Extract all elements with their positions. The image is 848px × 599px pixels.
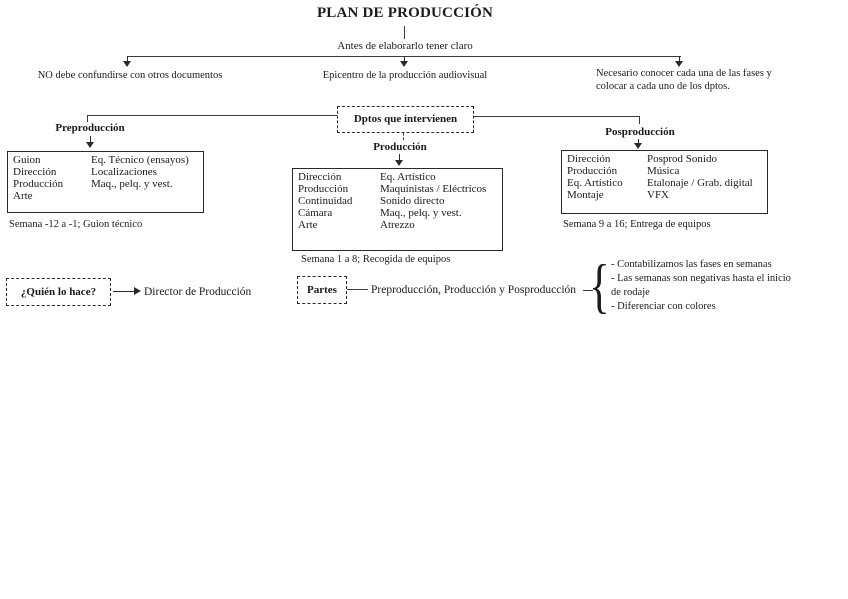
- task-cell: Posprod Sonido: [647, 153, 717, 165]
- dept-cell: Continuidad: [298, 195, 353, 207]
- phase-box-preproduccion: Guion Eq. Técnico (ensayos) Dirección Lo…: [7, 151, 204, 213]
- dept-cell: Arte: [298, 219, 318, 231]
- phase-box-posproduccion: Dirección Posprod Sonido Producción Músi…: [561, 150, 768, 214]
- brace-glyph: {: [589, 253, 610, 319]
- table-row: Dirección Eq. Artístico: [298, 171, 497, 183]
- task-cell: Atrezzo: [380, 219, 415, 231]
- who-box: ¿Quién lo hace?: [6, 278, 111, 306]
- parts-answer: Preproducción, Producción y Posproducció…: [371, 284, 577, 296]
- task-cell: Eq. Artístico: [380, 171, 436, 183]
- table-row: Producción Maq., pelq. y vest.: [13, 178, 198, 190]
- branch-right-text: Necesario conocer cada una de las fases …: [596, 68, 772, 92]
- table-row: Guion Eq. Técnico (ensayos): [13, 154, 198, 166]
- connector-hub-to-preproduccion: [87, 115, 337, 117]
- task-cell: VFX: [647, 189, 670, 201]
- parts-box: Partes: [297, 276, 347, 304]
- table-row: Continuidad Sonido directo: [298, 195, 497, 207]
- task-cell: Maq., pelq. y vest.: [91, 178, 173, 190]
- task-cell: Eq. Técnico (ensayos): [91, 154, 189, 166]
- task-cell: Sonido directo: [380, 195, 445, 207]
- dept-cell: Arte: [13, 190, 33, 202]
- arrow-down-branch-right: [673, 56, 686, 67]
- table-row: Arte Atrezzo: [298, 219, 497, 231]
- page-title: PLAN DE PRODUCCIÓN: [316, 5, 494, 21]
- dept-cell: Cámara: [298, 207, 333, 219]
- connector-hub-left-corner: [87, 115, 89, 122]
- phase-label-posproduccion: Posproducción: [605, 126, 675, 138]
- phase-box-produccion: Dirección Eq. Artístico Producción Maqui…: [292, 168, 503, 251]
- task-cell: Maquinistas / Eléctricos: [380, 183, 487, 195]
- connector-hub-to-posproduccion: [474, 116, 640, 118]
- hub-label: Dptos que intervienen: [353, 113, 458, 125]
- dept-cell: Dirección: [13, 166, 57, 178]
- dept-cell: Producción: [13, 178, 64, 190]
- connector-answer-to-brace: [583, 290, 593, 292]
- task-cell: Localizaciones: [91, 166, 157, 178]
- branch-left-text: NO debe confundirse con otros documentos: [37, 70, 223, 81]
- arrow-down-branch-left: [121, 56, 134, 67]
- connector-parts-to-answer: [347, 289, 368, 291]
- dept-cell: Dirección: [567, 153, 611, 165]
- table-row: Producción Música: [567, 165, 762, 177]
- task-cell: Maq., pelq. y vest.: [380, 207, 462, 219]
- branch-center-text: Epicentro de la producción audiovisual: [322, 70, 488, 81]
- who-question: ¿Quién lo hace?: [20, 285, 97, 298]
- dept-cell: Guion: [13, 154, 41, 166]
- dept-cell: Montaje: [567, 189, 604, 201]
- arrow-down-posproduccion: [632, 139, 645, 149]
- table-row: Cámara Maq., pelq. y vest.: [298, 207, 497, 219]
- table-row: Eq. Artístico Etalonaje / Grab. digital: [567, 177, 762, 189]
- arrow-right-who: [113, 285, 141, 297]
- table-row: Arte: [13, 190, 198, 202]
- phase-caption-preproduccion: Semana -12 a -1; Guion técnico: [9, 219, 143, 230]
- table-row: Dirección Posprod Sonido: [567, 153, 762, 165]
- parts-label: Partes: [307, 283, 337, 296]
- phase-label-preproduccion: Preproducción: [55, 122, 125, 134]
- connector-title-subtitle: [404, 26, 406, 39]
- connector-hub-to-produccion: [403, 133, 404, 140]
- hub-box-dptos-que-intervienen: Dptos que intervienen: [337, 106, 474, 133]
- note-item: - Diferenciar con colores: [611, 300, 716, 312]
- task-cell: Etalonaje / Grab. digital: [647, 177, 753, 189]
- note-item: - Contabilizamos las fases en semanas: [611, 259, 772, 270]
- arrow-down-produccion: [393, 154, 406, 166]
- dept-cell: Eq. Artístico: [567, 177, 623, 189]
- connector-hub-right-corner: [639, 116, 641, 124]
- phase-label-produccion: Producción: [373, 141, 427, 153]
- dept-cell: Producción: [567, 165, 618, 177]
- table-row: Producción Maquinistas / Eléctricos: [298, 183, 497, 195]
- notes-list: - Contabilizamos las fases en semanas - …: [611, 258, 801, 314]
- phase-caption-posproduccion: Semana 9 a 16; Entrega de equipos: [563, 219, 711, 230]
- task-cell: [91, 190, 198, 202]
- dept-cell: Producción: [298, 183, 349, 195]
- note-item: - Las semanas son negativas hasta el ini…: [611, 273, 791, 298]
- phase-caption-produccion: Semana 1 a 8; Recogida de equipos: [301, 254, 451, 265]
- arrow-down-branch-center: [398, 56, 411, 67]
- table-row: Dirección Localizaciones: [13, 166, 198, 178]
- dept-cell: Dirección: [298, 171, 342, 183]
- table-row: Montaje VFX: [567, 189, 762, 201]
- subtitle: Antes de elaborarlo tener claro: [337, 40, 473, 52]
- task-cell: Música: [647, 165, 680, 177]
- arrow-down-preproduccion: [84, 136, 97, 148]
- who-answer: Director de Producción: [144, 286, 252, 298]
